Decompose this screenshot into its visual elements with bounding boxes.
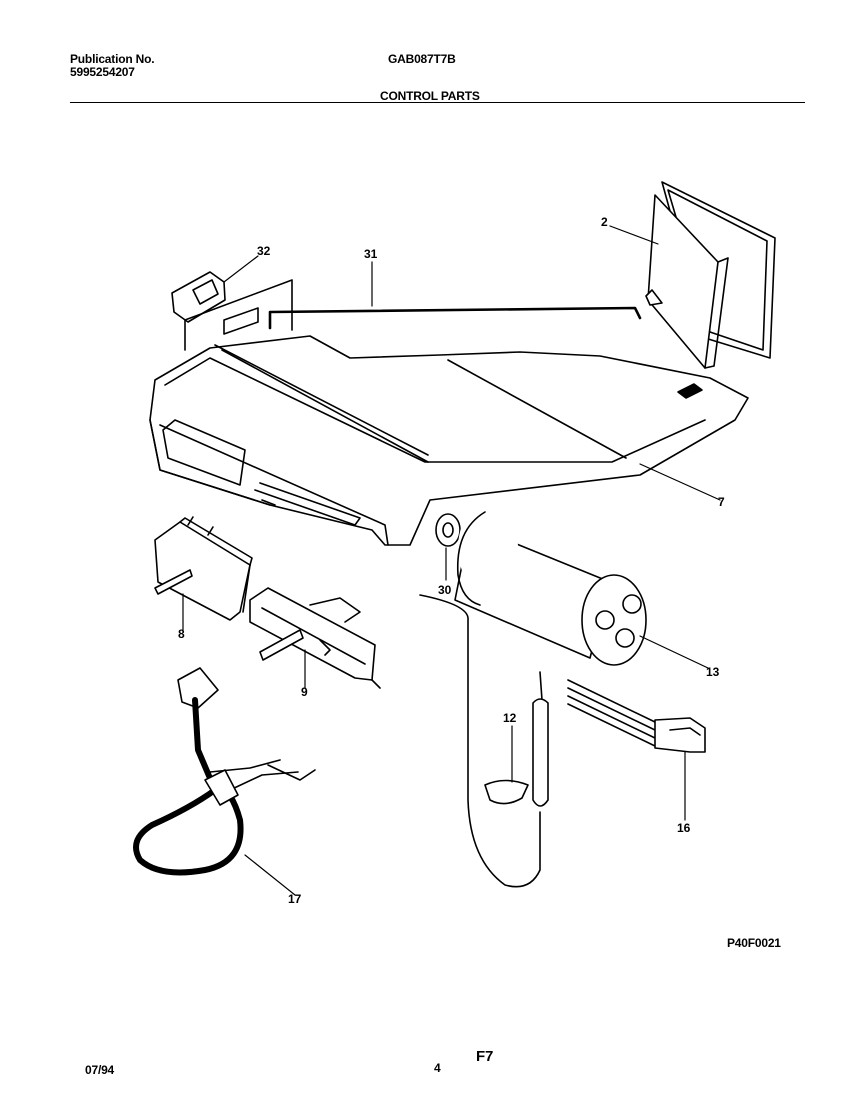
figure-code: P40F0021 [727, 936, 781, 950]
part-32-connector [171, 271, 226, 323]
part-30-washer [435, 513, 461, 547]
callout-31: 31 [364, 247, 378, 261]
callout-8: 8 [178, 627, 185, 641]
callout-12: 12 [503, 711, 517, 725]
publication-number: 5995254207 [70, 65, 135, 79]
model-number: GAB087T7B [388, 52, 456, 66]
footer-date: 07/94 [85, 1063, 115, 1077]
part-12-sensor [419, 594, 549, 888]
header-rule [70, 102, 805, 103]
part-17-power-cord [133, 667, 316, 876]
callout-2: 2 [601, 215, 608, 229]
part-2-panel [645, 181, 776, 369]
callout-16: 16 [677, 821, 691, 835]
callout-17: 17 [288, 892, 302, 906]
page-number: 4 [434, 1061, 441, 1075]
part-7-control-housing [149, 335, 749, 546]
section-title: CONTROL PARTS [380, 89, 480, 103]
callout-13: 13 [706, 665, 720, 679]
part-9-control [249, 587, 381, 689]
callout-30: 30 [438, 583, 452, 597]
figure-number: F7 [476, 1048, 494, 1065]
callout-32: 32 [257, 244, 271, 258]
part-31-bracket [184, 279, 642, 351]
callout-9: 9 [301, 685, 308, 699]
callout-7: 7 [718, 495, 725, 509]
part-8-switch [154, 516, 253, 621]
part-13-capacitor [454, 503, 647, 666]
part-16-harness [567, 679, 706, 753]
callout-leaders [182, 225, 721, 896]
publication-label: Publication No. [70, 52, 155, 66]
